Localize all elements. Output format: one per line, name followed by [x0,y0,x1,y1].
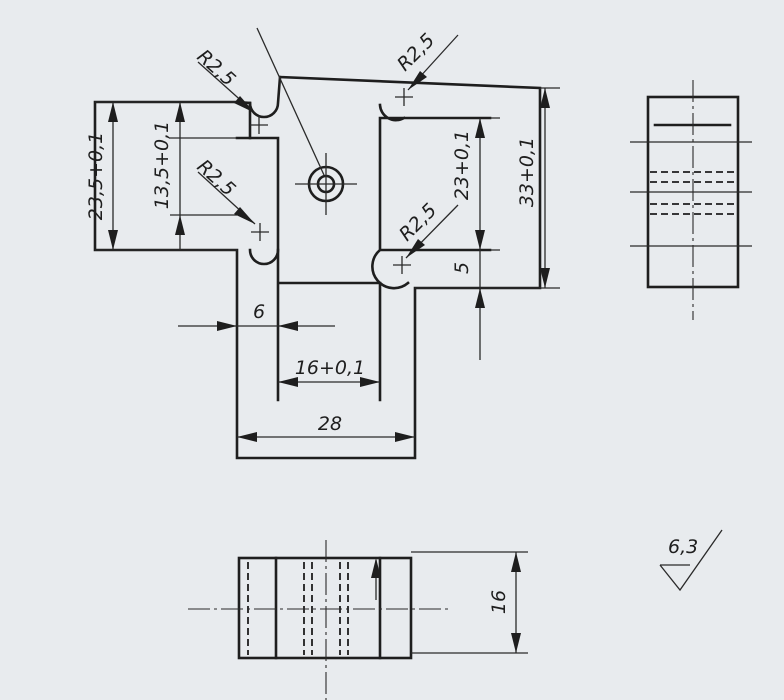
front-view-dimensions: 23,5+0,1 13,5+0,1 23+0,1 5 33+0,1 6 16+0… [85,27,560,442]
dim-5: 5 [451,262,473,274]
dim-arrows-6 [217,321,298,331]
side-view-horizontal-lines [630,141,752,247]
radius-center-1 [250,116,268,134]
dim-33: 33+0,1 [516,137,538,207]
ext-lines-16 [411,551,528,654]
dim-arrows-28 [237,432,415,442]
central-slot-outline [276,248,382,402]
surface-finish-value: 6,3 [668,536,698,558]
dim-16-slot: 16+0,1 [295,357,365,379]
arrow-r-mid-left [234,207,255,224]
hole-centerlines [295,153,357,215]
side-view [630,80,752,320]
dim-28: 28 [318,413,342,435]
dim-16: 16 [488,590,510,614]
ext-lines-left [95,101,237,251]
arrow-r-bottom-right [406,239,425,258]
dim-r-mid-left: R2,5 [193,155,240,200]
dim-arrows-33 [540,88,550,288]
dim-23-5: 23,5+0,1 [85,132,107,220]
top-view-outline [237,556,413,660]
dim-arrow-5 [475,288,485,308]
dim-r-top-right: R2,5 [393,29,439,75]
ext-lines-right [415,87,560,289]
surface-finish-symbol: 6,3 [659,529,723,592]
top-view-inner-edges [274,556,382,660]
section-leader-line [256,27,325,176]
arrow-r-top-left [234,96,255,113]
radius-center-2 [251,223,269,241]
dim-6: 6 [253,301,265,323]
top-view: 16 [188,540,528,700]
radius-center-3 [395,88,413,106]
dim-r-bottom-right: R2,5 [395,199,441,245]
surface-finish-check [659,529,723,592]
radius-center-4 [393,256,411,274]
top-view-arrow [371,558,381,578]
dim-23: 23+0,1 [451,130,473,200]
dim-r-top-left: R2,5 [193,45,240,90]
arrow-r-top-right [408,71,427,90]
left-notch-outline [235,136,280,266]
right-pocket-outline [371,103,492,290]
dim-13-5: 13,5+0,1 [151,121,173,209]
